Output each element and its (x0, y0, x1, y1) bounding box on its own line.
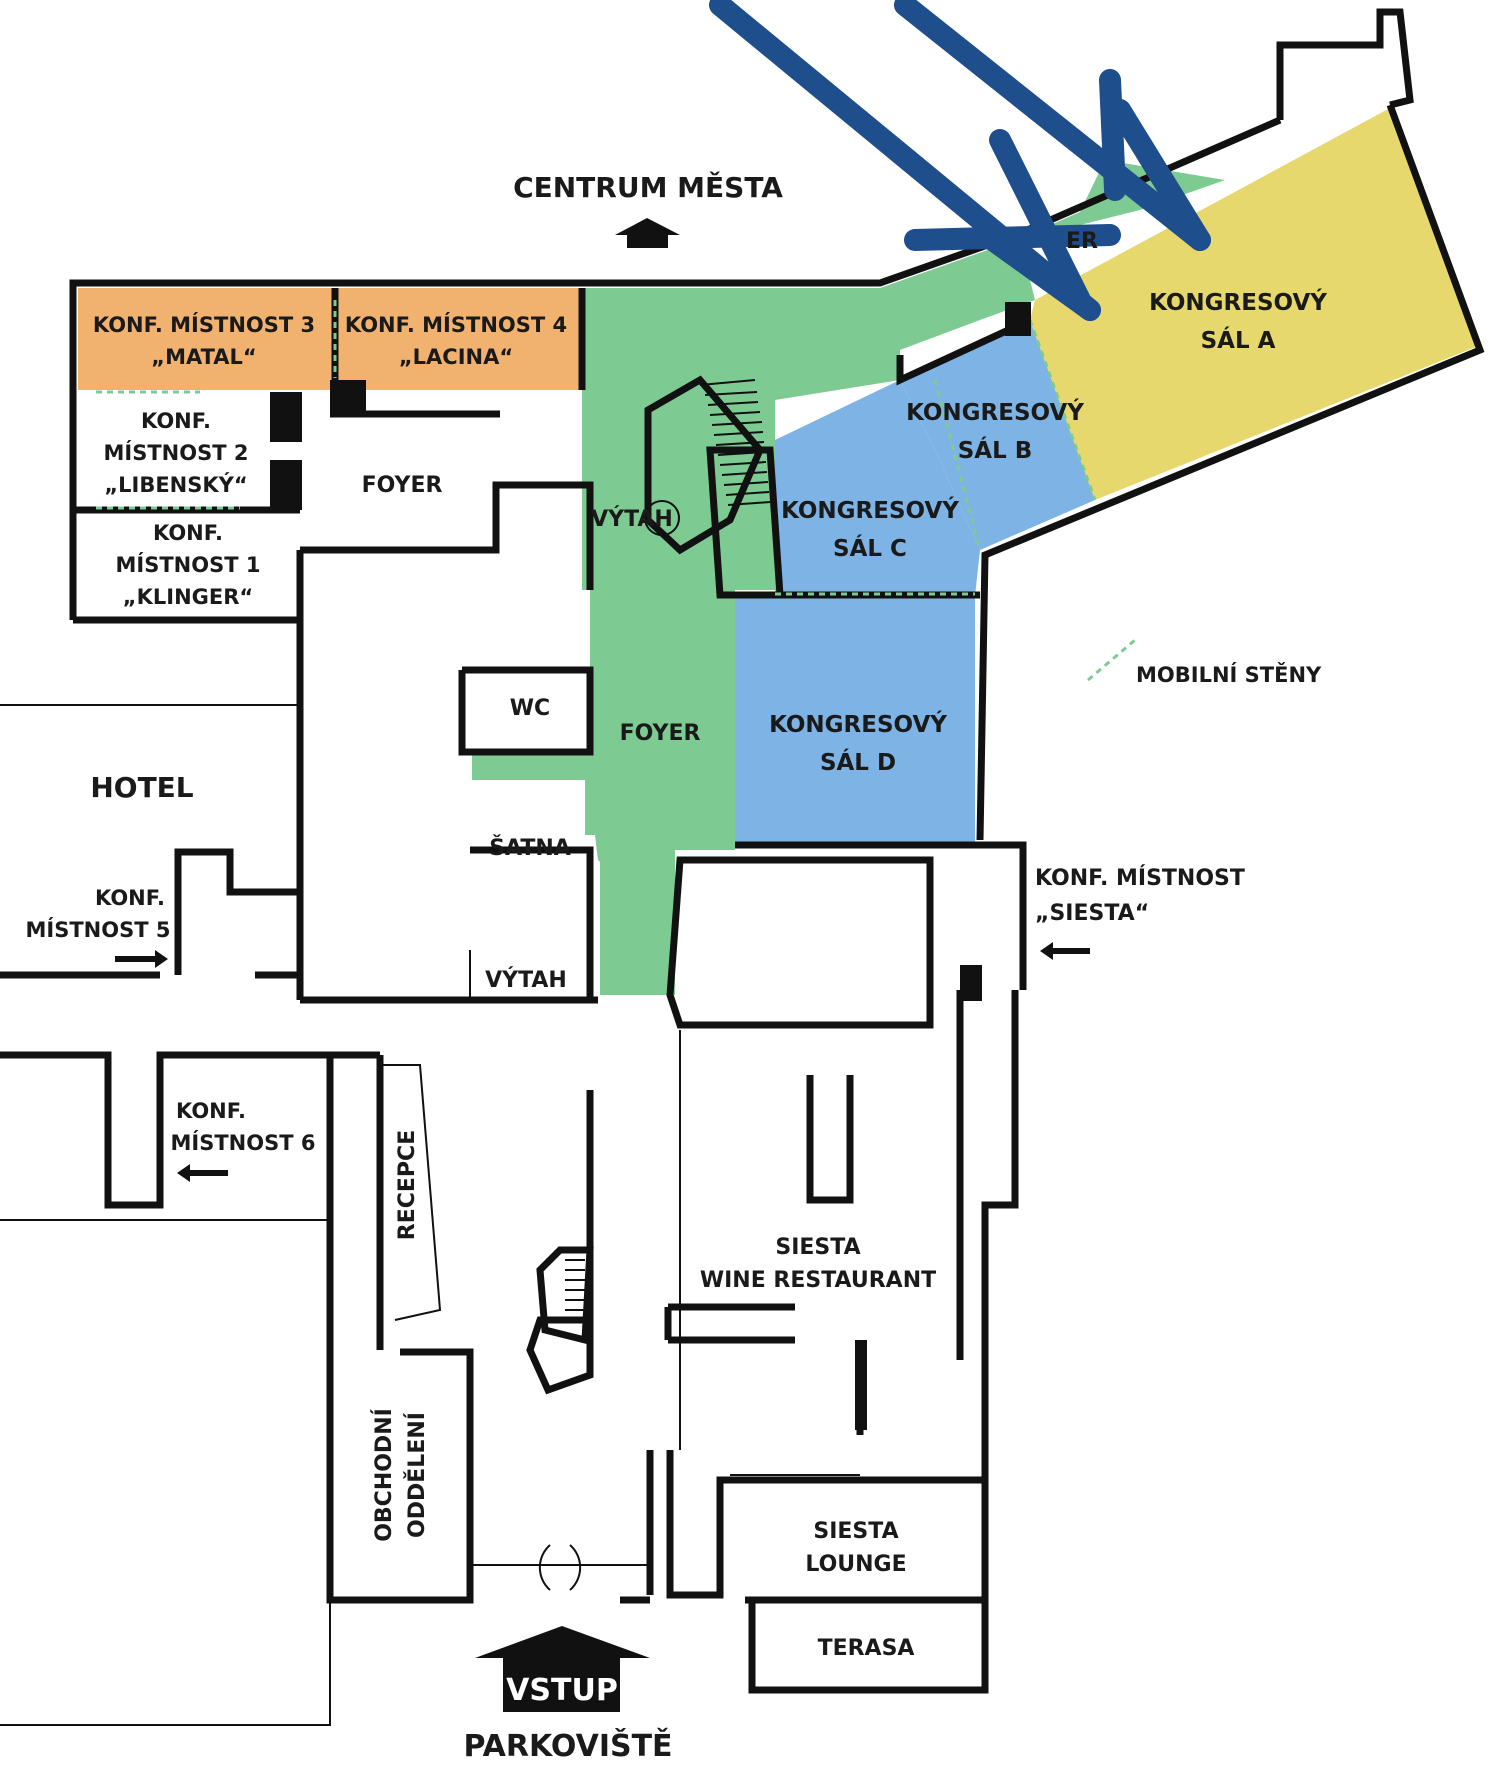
konf2-line1: KONF. (141, 409, 211, 433)
satna-label: ŠATNA (489, 835, 571, 861)
thin-walls (0, 704, 860, 1726)
mobile-walls-legend-label: MOBILNÍ STĚNY (1136, 662, 1322, 687)
annotation-arrow-icon (709, 0, 1211, 321)
foyer-main-label: FOYER (620, 721, 701, 746)
parking-label: PARKOVIŠTĚ (463, 1727, 672, 1764)
sal-d-line2: SÁL D (820, 748, 896, 776)
konf5-line2: MÍSTNOST 5 (26, 917, 171, 942)
mobile-walls (96, 300, 1136, 682)
vytah-bottom-label: VÝTAH (485, 967, 567, 993)
recepce-label: RECEPCE (395, 1130, 420, 1240)
siesta-line2: „SIESTA“ (1035, 901, 1149, 926)
konf6-line1: KONF. (176, 1099, 246, 1123)
restaurant-line2: WINE RESTAURANT (700, 1268, 936, 1293)
konf1-line3: „KLINGER“ (123, 585, 253, 609)
walls (0, 8, 1485, 1694)
konf1-line1: KONF. (153, 521, 223, 545)
elevator-icon[interactable] (644, 500, 680, 536)
terasa-label: TERASA (818, 1636, 915, 1661)
north-direction-label: CENTRUM MĚSTA (513, 170, 783, 204)
sal-a-line2: SÁL A (1201, 326, 1276, 354)
konf5-line1: KONF. (95, 886, 165, 910)
north-arrow-icon (615, 218, 680, 248)
konf4-line2: „LACINA“ (399, 345, 513, 369)
entrance-label: VSTUP (506, 1673, 618, 1708)
direction-arrow-icon (115, 942, 1090, 1182)
sal-b-line2: SÁL B (958, 436, 1033, 464)
obchodni-line2: ODDĚLENÍ (404, 1412, 430, 1538)
foyer-fragment-label: ER (1066, 229, 1098, 254)
foyer-left-label: FOYER (362, 473, 443, 498)
revolving-door-icon[interactable] (538, 1544, 582, 1591)
sal-b-line1: KONGRESOVÝ (906, 398, 1084, 426)
stairs-icon (565, 379, 771, 1311)
sal-c-line1: KONGRESOVÝ (781, 496, 959, 524)
hall-d-fill[interactable] (735, 596, 975, 846)
lounge-line1: SIESTA (813, 1519, 898, 1544)
lounge-line2: LOUNGE (805, 1552, 906, 1577)
konf2-line2: MÍSTNOST 2 (104, 440, 249, 465)
hall-b-fill[interactable] (900, 320, 1095, 550)
vytah-top-label: VÝTAH (591, 506, 673, 532)
konf3-line2: „MATAL“ (151, 345, 256, 369)
restaurant-line1: SIESTA (775, 1235, 860, 1260)
hall-c-fill[interactable] (775, 380, 980, 596)
konf6-line2: MÍSTNOST 6 (171, 1130, 316, 1155)
entrance-arrow-icon[interactable] (475, 1626, 650, 1712)
obchodni-line1: OBCHODNÍ (371, 1408, 397, 1542)
room-konf3-fill[interactable] (78, 288, 330, 390)
sal-d-line1: KONGRESOVÝ (769, 710, 947, 738)
siesta-line1: KONF. MÍSTNOST (1035, 865, 1245, 891)
konf4-line1: KONF. MÍSTNOST 4 (345, 312, 567, 337)
pillars (270, 302, 1031, 1430)
konf1-line2: MÍSTNOST 1 (116, 552, 261, 577)
sal-a-line1: KONGRESOVÝ (1149, 288, 1327, 316)
konf3-line1: KONF. MÍSTNOST 3 (93, 312, 315, 337)
room-konf4-fill[interactable] (330, 288, 582, 390)
hall-a-fill[interactable] (1030, 108, 1478, 500)
foyer-main-fill[interactable] (472, 160, 1225, 995)
sal-c-line2: SÁL C (833, 534, 907, 562)
konf2-line3: „LIBENSKÝ“ (104, 472, 247, 497)
hotel-label: HOTEL (90, 771, 193, 804)
wc-label: WC (510, 696, 550, 721)
